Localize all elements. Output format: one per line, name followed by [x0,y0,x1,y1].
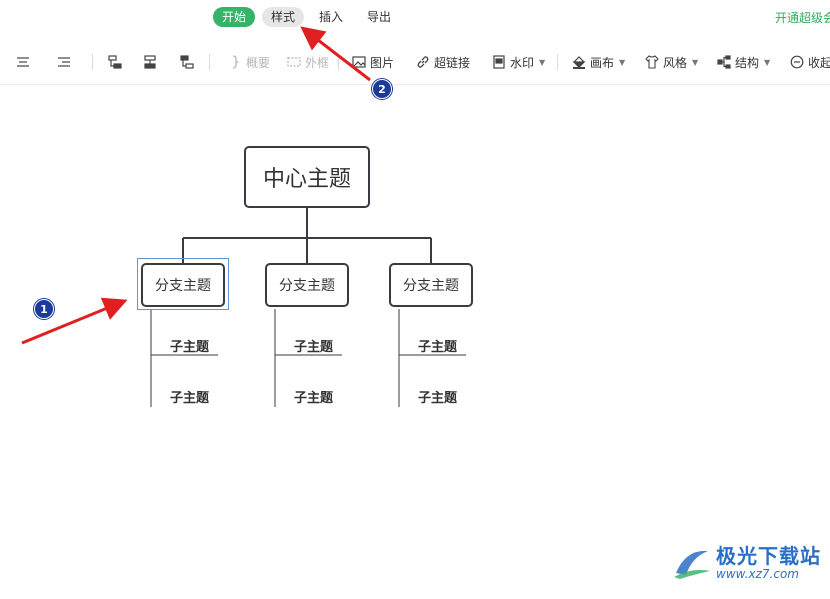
image-button[interactable]: 图片 [352,52,394,72]
insert-sibling-button[interactable] [143,52,157,72]
chevron-down-icon: ▼ [619,57,626,67]
align-center-icon [16,55,30,69]
sub-topic[interactable]: 子主题 [418,340,458,355]
chevron-down-icon: ▼ [539,57,546,67]
tab-start[interactable]: 开始 [213,7,256,27]
central-topic[interactable]: 中心主题 [244,146,370,208]
branch-topic[interactable]: 分支主题 [389,263,473,307]
align-right-button[interactable] [57,52,71,72]
child-node-icon [108,55,122,69]
shirt-icon [645,55,659,69]
chevron-down-icon: ▼ [764,57,771,67]
insert-child-button[interactable] [108,52,122,72]
upgrade-link[interactable]: 开通超级会 [775,11,830,25]
toolbar-divider [557,54,558,70]
watermark-url: www.xz7.com [716,567,799,581]
brace-icon [228,55,242,69]
watermark-title: 极光下载站 [716,544,821,568]
tab-insert[interactable]: 插入 [319,10,344,24]
link-icon [416,55,430,69]
image-icon [352,55,366,69]
sibling-node-icon [143,55,157,69]
watermark-button[interactable]: 水印 ▼ [492,52,545,72]
frame-icon [287,55,301,69]
site-watermark: 极光下载站 www.xz7.com [672,545,821,582]
minus-circle-icon [790,55,804,69]
toolbar-divider [92,54,93,70]
branch-topic[interactable]: 分支主题 [265,263,349,307]
hyperlink-label: 超链接 [434,55,471,70]
toolbar-divider [338,54,339,70]
collapse-label: 收起 [808,55,830,70]
step-badge-2: 2 [372,79,392,99]
watermark-label: 水印 [510,55,535,70]
align-center-button[interactable] [16,52,30,72]
canvas-button[interactable]: 画布 ▼ [572,52,625,72]
sub-topic[interactable]: 子主题 [418,391,458,406]
style-button[interactable]: 风格 ▼ [645,52,698,72]
menu-bar: 开始 样式 插入 导出 开通超级会 [0,0,830,36]
parent-node-icon [180,55,194,69]
tab-export[interactable]: 导出 [367,10,392,24]
frame-button[interactable]: 外框 [287,52,329,72]
toolbar: 概要 外框 图片 超链接 水印 ▼ 画布 ▼ 风 [0,40,830,85]
hyperlink-button[interactable]: 超链接 [416,52,470,72]
step-badge-1: 1 [34,299,54,319]
sub-topic[interactable]: 子主题 [170,340,210,355]
structure-icon [717,55,731,69]
chevron-down-icon: ▼ [692,57,699,67]
structure-button[interactable]: 结构 ▼ [717,52,770,72]
watermark-icon [492,55,506,69]
mindmap-canvas[interactable]: 中心主题 分支主题 分支主题 分支主题 子主题 子主题 子主题 子主题 子主题 … [0,85,830,599]
paint-bucket-icon [572,55,586,69]
connector-lines [150,208,466,407]
sub-topic[interactable]: 子主题 [294,391,334,406]
image-label: 图片 [370,55,395,70]
branch-topic[interactable]: 分支主题 [141,263,225,307]
toolbar-divider [209,54,210,70]
aurora-logo-icon [674,551,710,580]
canvas-label: 画布 [590,55,615,70]
structure-label: 结构 [735,55,760,70]
tab-style[interactable]: 样式 [262,7,305,27]
insert-parent-button[interactable] [180,52,194,72]
style-label: 风格 [663,55,688,70]
collapse-button[interactable]: 收起 [790,52,830,72]
sub-topic[interactable]: 子主题 [294,340,334,355]
frame-label: 外框 [305,55,330,70]
selection-outline [137,258,229,310]
summary-label: 概要 [246,55,271,70]
summary-button[interactable]: 概要 [228,52,270,72]
sub-topic[interactable]: 子主题 [170,391,210,406]
align-right-icon [57,55,71,69]
